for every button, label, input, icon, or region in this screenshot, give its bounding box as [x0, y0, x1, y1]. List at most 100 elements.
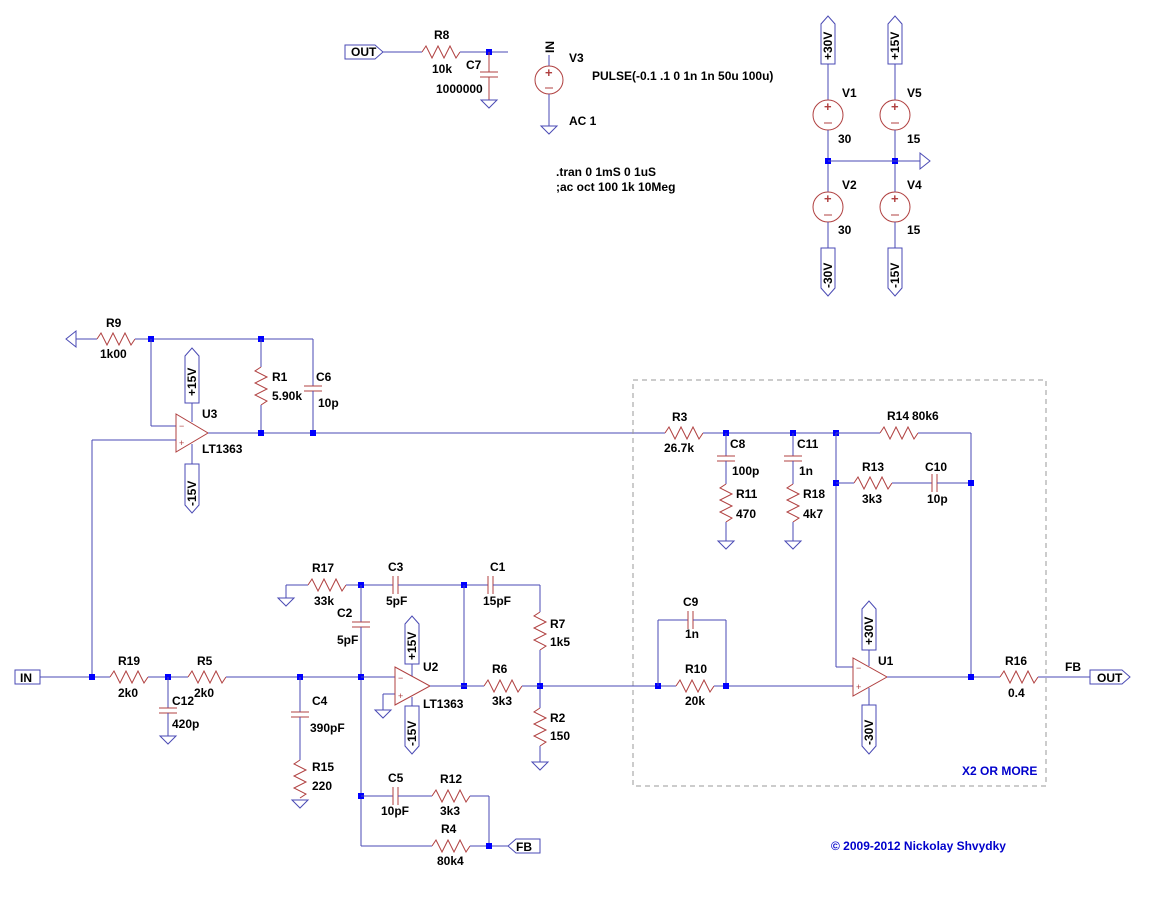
- c11-value: 1n: [799, 464, 813, 478]
- ground-symbol: [530, 761, 550, 771]
- flag-m30-u1-label: -30V: [862, 720, 876, 745]
- u3-amplifier-stage: R9 1k00 R1 5.90k C6 10p − + U3 LT1363 +1…: [65, 316, 665, 677]
- flag-m15: [887, 247, 903, 297]
- junction: [968, 674, 974, 680]
- u3-name: U3: [202, 407, 218, 421]
- r4-name: R4: [441, 822, 457, 836]
- resistor-r19: [109, 669, 149, 685]
- r5-value: 2k0: [194, 686, 214, 700]
- flag-p30-u1-label: +30V: [862, 617, 876, 645]
- r3-name: R3: [672, 410, 688, 424]
- flag-m30: [820, 247, 836, 297]
- box-label: X2 OR MORE: [962, 764, 1037, 778]
- c9-value: 1n: [685, 627, 699, 641]
- r4-value: 80k4: [437, 854, 464, 868]
- resistor-r8: [421, 44, 461, 60]
- r17-name: R17: [312, 561, 334, 575]
- flag-p15: [887, 15, 903, 65]
- svg-text:+: +: [179, 438, 184, 448]
- opamp-u3: [175, 413, 209, 453]
- ground-symbol: [479, 99, 499, 109]
- r13-name: R13: [862, 460, 884, 474]
- r9-value: 1k00: [100, 347, 127, 361]
- r14-name: R14: [887, 409, 909, 423]
- c4-value: 390pF: [310, 721, 345, 735]
- resistor-r12: [431, 788, 471, 804]
- r6-value: 3k3: [492, 694, 512, 708]
- flag-p30: [820, 15, 836, 65]
- flag-out-right-label: OUT: [1097, 671, 1123, 685]
- flag-p15-u3-label: +15V: [185, 368, 199, 396]
- flag-m15-label: -15V: [888, 263, 902, 288]
- flag-m15-u3-label: -15V: [185, 481, 199, 506]
- v2-name: V2: [842, 178, 857, 192]
- output-load-section: OUT R8 10k C7 1000000: [344, 28, 508, 109]
- v4-value: 15: [907, 223, 921, 237]
- c12-value: 420p: [172, 717, 199, 731]
- r11-name: R11: [736, 487, 758, 501]
- flag-m15-u2: [404, 705, 420, 755]
- flag-p15-u3: [184, 347, 200, 404]
- flag-m30-u1: [861, 704, 877, 755]
- c6-value: 10p: [318, 396, 339, 410]
- resistor-r6: [483, 678, 523, 694]
- ground-symbol: [158, 735, 178, 745]
- v4-name: V4: [907, 178, 922, 192]
- u2-value: LT1363: [423, 697, 464, 711]
- power-stage-box: X2 OR MORE R3 26.7k C8 100p R11 470 C11 …: [540, 379, 1047, 787]
- directive-ac: ;ac oct 100 1k 10Meg: [556, 180, 675, 194]
- svg-text:+: +: [856, 682, 861, 692]
- flag-out-top-label: OUT: [351, 45, 377, 59]
- flag-m15-u2-label: -15V: [405, 721, 419, 746]
- r16-value: 0.4: [1008, 686, 1025, 700]
- r2-name: R2: [550, 711, 566, 725]
- r2-value: 150: [550, 729, 570, 743]
- flag-in-left-label: IN: [20, 671, 32, 685]
- ground-symbol: [290, 799, 310, 809]
- r7-name: R7: [550, 617, 566, 631]
- resistor-r7: [532, 611, 548, 651]
- c7-name: C7: [466, 58, 482, 72]
- r10-name: R10: [685, 662, 707, 676]
- input-filter: IN R19 2k0 C12 420p R5 2k0 C4 390pF R15 …: [14, 654, 395, 809]
- flag-fb-bottom: [507, 838, 541, 854]
- r18-value: 4k7: [803, 507, 823, 521]
- input-source-v3: IN + V3 PULSE(-0.1 .1 0 1n 1n 50u 100u) …: [534, 41, 773, 194]
- flag-p30-u1: [861, 600, 877, 651]
- output-stage: R16 0.4 FB OUT: [999, 654, 1131, 700]
- resistor-r9: [96, 331, 136, 347]
- v1-value: 30: [838, 132, 852, 146]
- r6-name: R6: [492, 662, 508, 676]
- c6-name: C6: [316, 370, 332, 384]
- r19-value: 2k0: [118, 686, 138, 700]
- r8-value: 10k: [432, 62, 452, 76]
- v3-value: PULSE(-0.1 .1 0 1n 1n 50u 100u): [592, 69, 773, 83]
- flag-p15-u2-label: +15V: [405, 632, 419, 660]
- resistor-r16: [999, 669, 1039, 685]
- net-label-fb: FB: [1065, 660, 1081, 674]
- r12-value: 3k3: [440, 804, 460, 818]
- r5-name: R5: [197, 654, 213, 668]
- ground-symbol: [65, 329, 77, 349]
- ground-symbol: [783, 540, 803, 550]
- c10-name: C10: [925, 460, 947, 474]
- c8-value: 100p: [732, 464, 759, 478]
- r9-name: R9: [106, 316, 122, 330]
- svg-text:+: +: [824, 99, 832, 114]
- opamp-u2: [394, 666, 432, 706]
- flag-in-left: [14, 669, 41, 685]
- junction: [310, 430, 316, 436]
- resistor-r2: [532, 707, 548, 747]
- svg-text:+: +: [398, 691, 403, 701]
- c8-name: C8: [730, 437, 746, 451]
- r11-value: 470: [736, 507, 756, 521]
- directive-tran: .tran 0 1mS 0 1uS: [556, 165, 656, 179]
- r1-name: R1: [272, 370, 288, 384]
- flag-in-v3: IN: [543, 41, 557, 53]
- c2-value: 5pF: [337, 633, 358, 647]
- resistor-r3: [664, 425, 704, 441]
- c11-name: C11: [797, 437, 819, 451]
- v5-value: 15: [907, 132, 921, 146]
- flag-p30-label: +30V: [821, 32, 835, 60]
- junction: [89, 674, 95, 680]
